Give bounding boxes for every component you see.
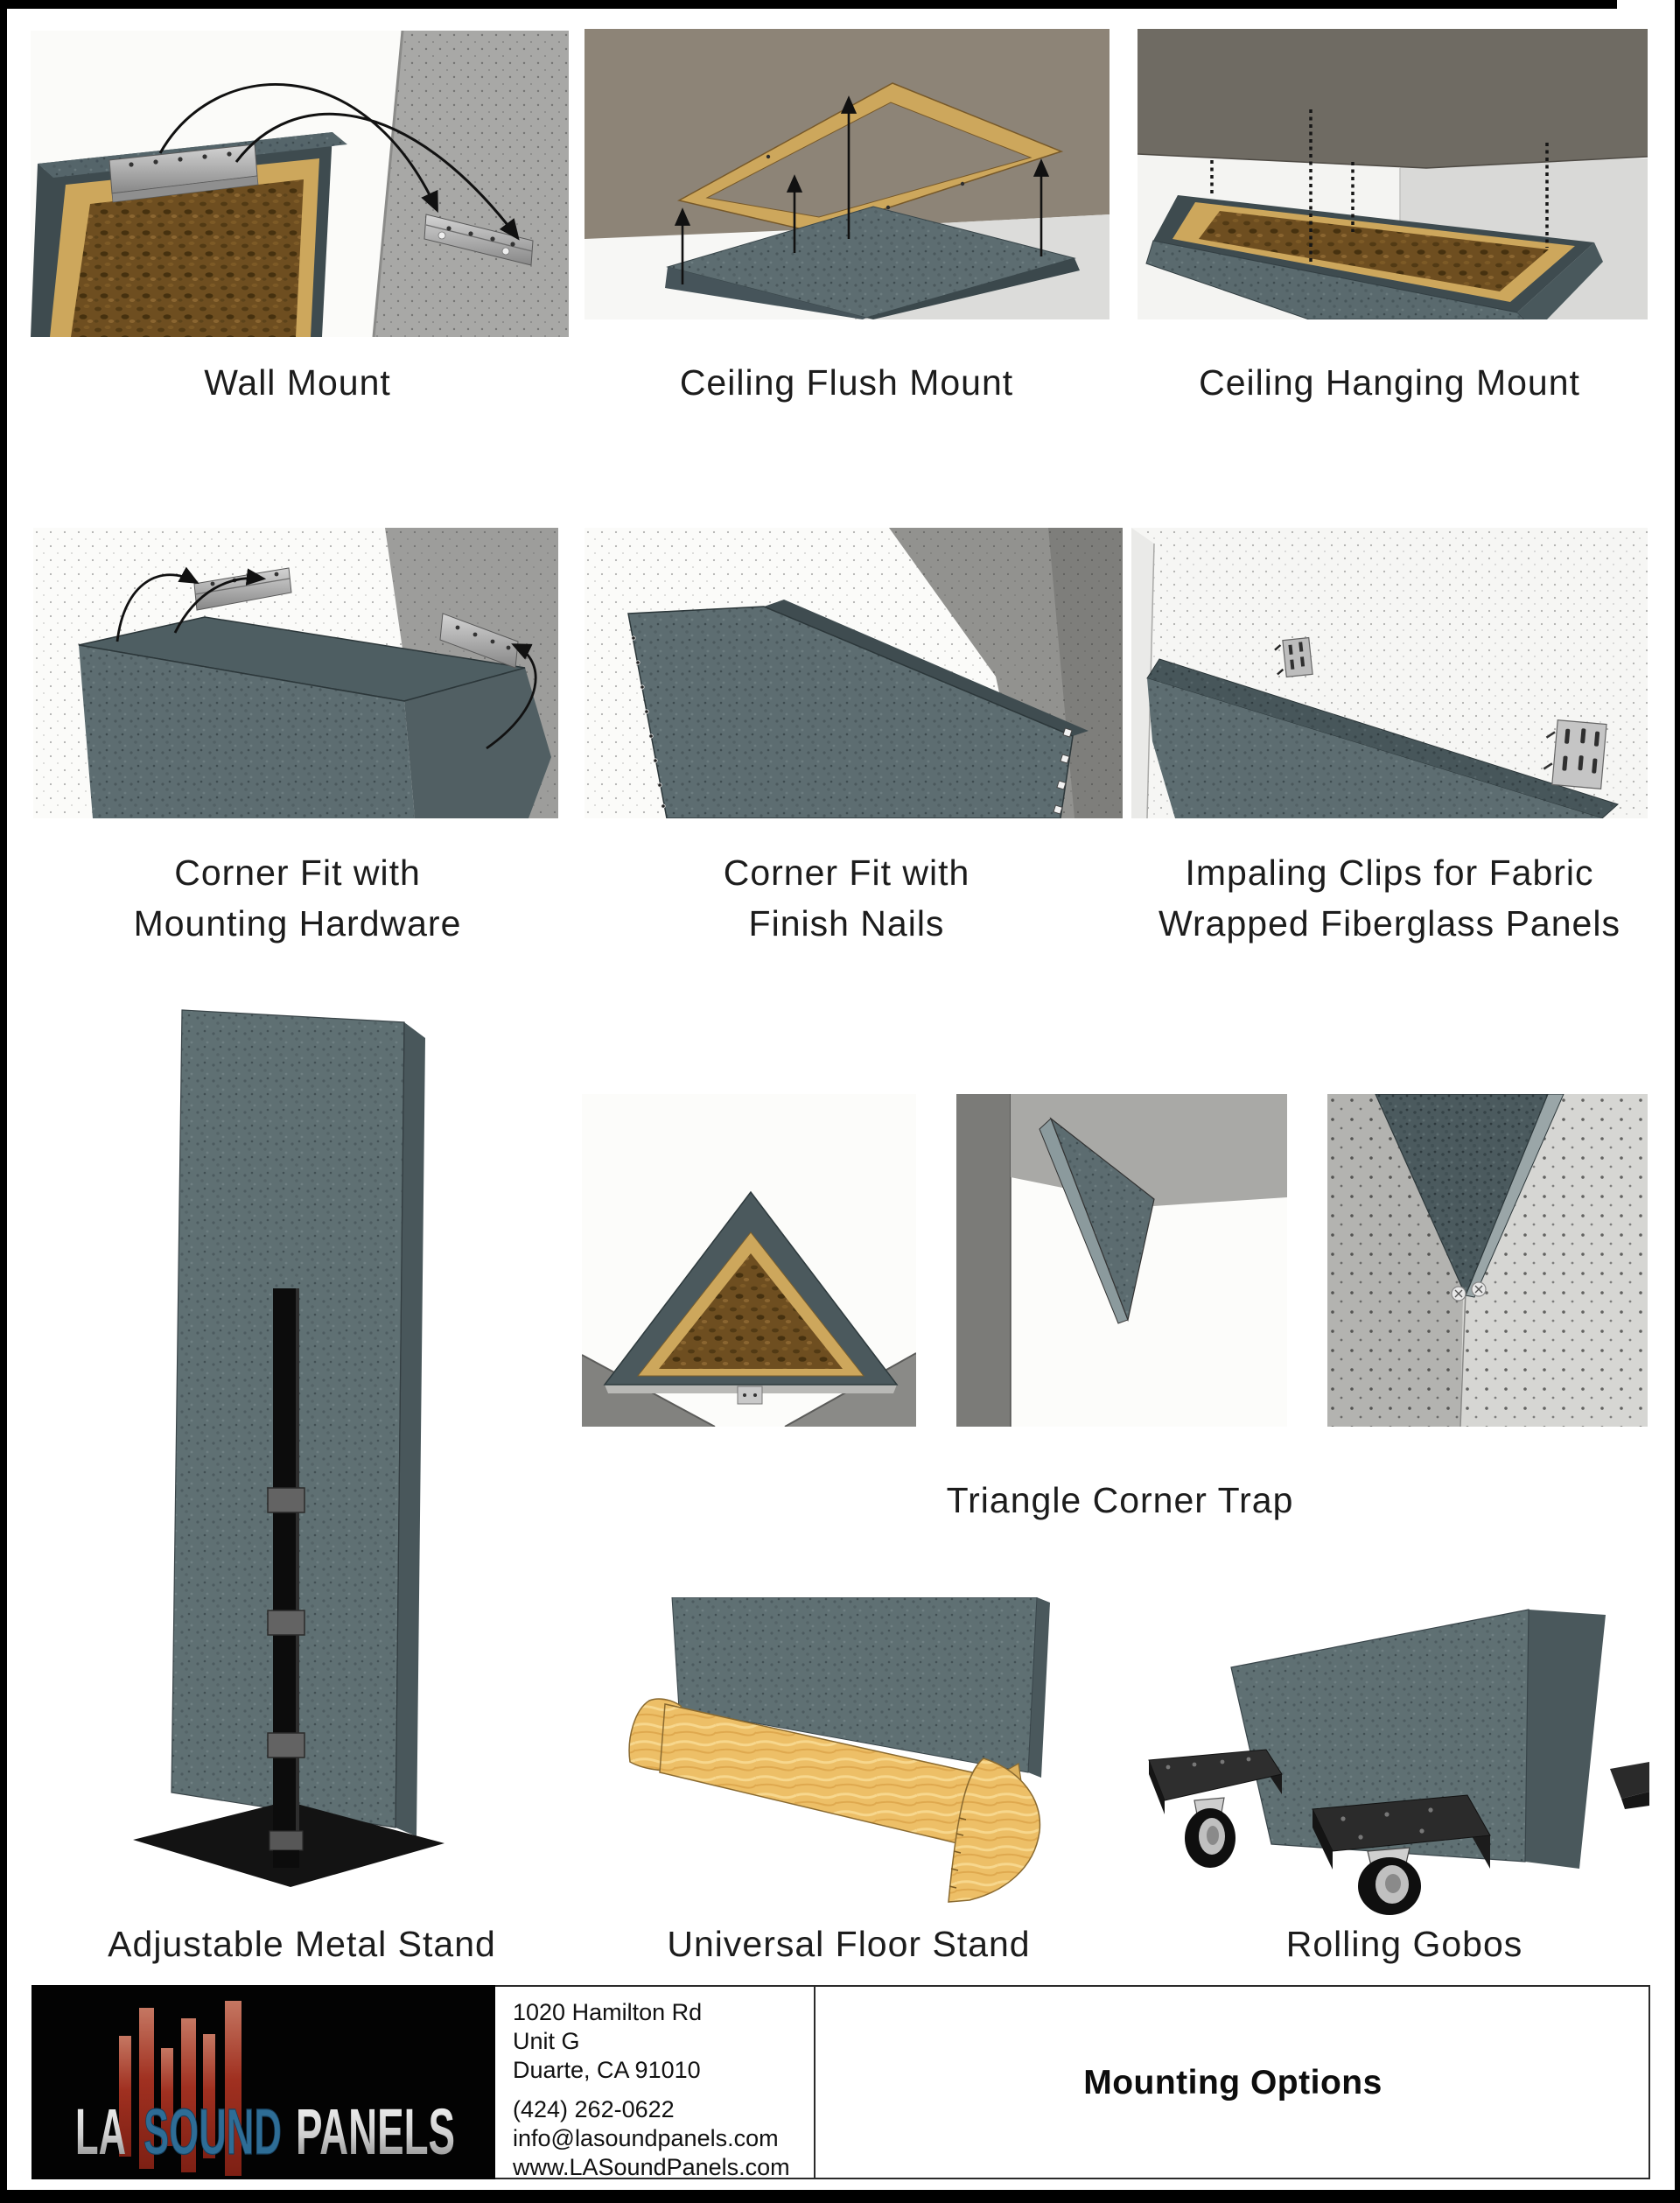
impaling-clips-caption-line1: Impaling Clips for Fabric [1185, 852, 1594, 893]
corner-nails-caption: Corner Fit with Finish Nails [582, 847, 1111, 949]
wall-mount-figure [31, 31, 569, 337]
rolling-gobos-figure [1133, 1606, 1649, 1917]
address-line-1: 1020 Hamilton Rd [513, 1999, 703, 2025]
ceiling-hanging-illustration-icon [1138, 29, 1648, 319]
finish-nails-left [631, 635, 666, 809]
floor-stand-figure [595, 1597, 1089, 1908]
corner-hardware-caption-line2: Mounting Hardware [133, 903, 462, 944]
footer-address: 1020 Hamilton Rd Unit G Duarte, CA 91010 [513, 1998, 702, 2085]
triangle-trap-back-illustration-icon [582, 1094, 916, 1427]
triangle-trap-side-illustration-icon [956, 1094, 1287, 1427]
logo-bars-icon [119, 2001, 242, 2176]
corner-hardware-caption-line1: Corner Fit with [174, 852, 421, 893]
rolling-gobos-illustration-icon [1148, 1609, 1649, 1915]
triangle-trap-caption: Triangle Corner Trap [946, 1480, 1294, 1520]
floor-stand-illustration-icon [628, 1597, 1050, 1903]
wall-mount-illustration-icon [31, 31, 569, 337]
floor-stand-right-foot [948, 1757, 1041, 1903]
adjustable-stand-figure [52, 998, 542, 1899]
corner-hardware-illustration-icon [33, 528, 558, 818]
triangle-trap-installed-illustration-icon [1327, 1094, 1648, 1427]
caster-bracket-front [1312, 1794, 1491, 1915]
page-border-bottom [0, 2190, 1680, 2203]
website-url: www.LASoundPanels.com [513, 2154, 790, 2180]
impaling-clips-illustration-icon [1131, 528, 1648, 818]
ceiling-flush-illustration-icon [584, 29, 1110, 319]
corner-nails-figure [584, 528, 1123, 818]
logo-word-panels: PANELS [296, 2095, 455, 2168]
page-border-right [1675, 0, 1680, 2203]
caster-bracket-right [1610, 1762, 1649, 1809]
address-line-3: Duarte, CA 91010 [513, 2057, 701, 2083]
ceiling-hanging-figure [1138, 29, 1648, 319]
logo-word-la: LA [75, 2095, 126, 2168]
la-sound-panels-logo-icon: LA SOUND PANELS [32, 1985, 495, 2179]
adjustable-stand-illustration-icon [133, 1009, 444, 1887]
company-logo: LA SOUND PANELS [32, 1985, 495, 2179]
finish-nails-right [1053, 727, 1073, 815]
phone-number: (424) 262-0622 [513, 2096, 675, 2122]
ceiling-flush-caption: Ceiling Flush Mount [679, 362, 1014, 403]
email-address: info@lasoundpanels.com [513, 2125, 779, 2151]
corner-nails-illustration-icon [584, 528, 1123, 818]
floor-stand-caption: Universal Floor Stand [667, 1924, 1031, 1964]
corner-nails-caption-line2: Finish Nails [748, 903, 945, 944]
impaling-clip-large [1543, 719, 1607, 789]
impaling-clip-small [1274, 636, 1313, 678]
page-border-top [0, 0, 1617, 9]
stand-adjustment-collars [267, 1487, 305, 1758]
ceiling-flush-figure [584, 29, 1110, 319]
rolling-gobos-caption: Rolling Gobos [1285, 1924, 1523, 1964]
triangle-trap-side-figure [956, 1094, 1287, 1427]
footer-divider [814, 1985, 816, 2179]
impaling-clips-figure [1131, 528, 1648, 818]
triangle-trap-back-figure [582, 1094, 916, 1427]
document-title: Mounting Options [1083, 2064, 1382, 2101]
ceiling-hanging-caption: Ceiling Hanging Mount [1199, 362, 1580, 403]
footer-contact: (424) 262-0622 info@lasoundpanels.com ww… [513, 2095, 790, 2182]
corner-nails-caption-line1: Corner Fit with [723, 852, 970, 893]
caster-bracket-left [1148, 1749, 1283, 1868]
corner-hardware-caption: Corner Fit with Mounting Hardware [31, 847, 564, 949]
impaling-clips-caption: Impaling Clips for Fabric Wrapped Fiberg… [1131, 847, 1648, 949]
page-border-left [0, 0, 7, 2203]
impaling-clips-caption-line2: Wrapped Fiberglass Panels [1158, 903, 1620, 944]
wall-mount-caption: Wall Mount [204, 362, 391, 403]
corner-hardware-figure [33, 528, 558, 818]
triangle-trap-installed-figure [1327, 1094, 1648, 1427]
adjustable-stand-caption: Adjustable Metal Stand [108, 1924, 496, 1964]
address-line-2: Unit G [513, 2028, 580, 2054]
logo-word-sound: SOUND [144, 2095, 282, 2168]
